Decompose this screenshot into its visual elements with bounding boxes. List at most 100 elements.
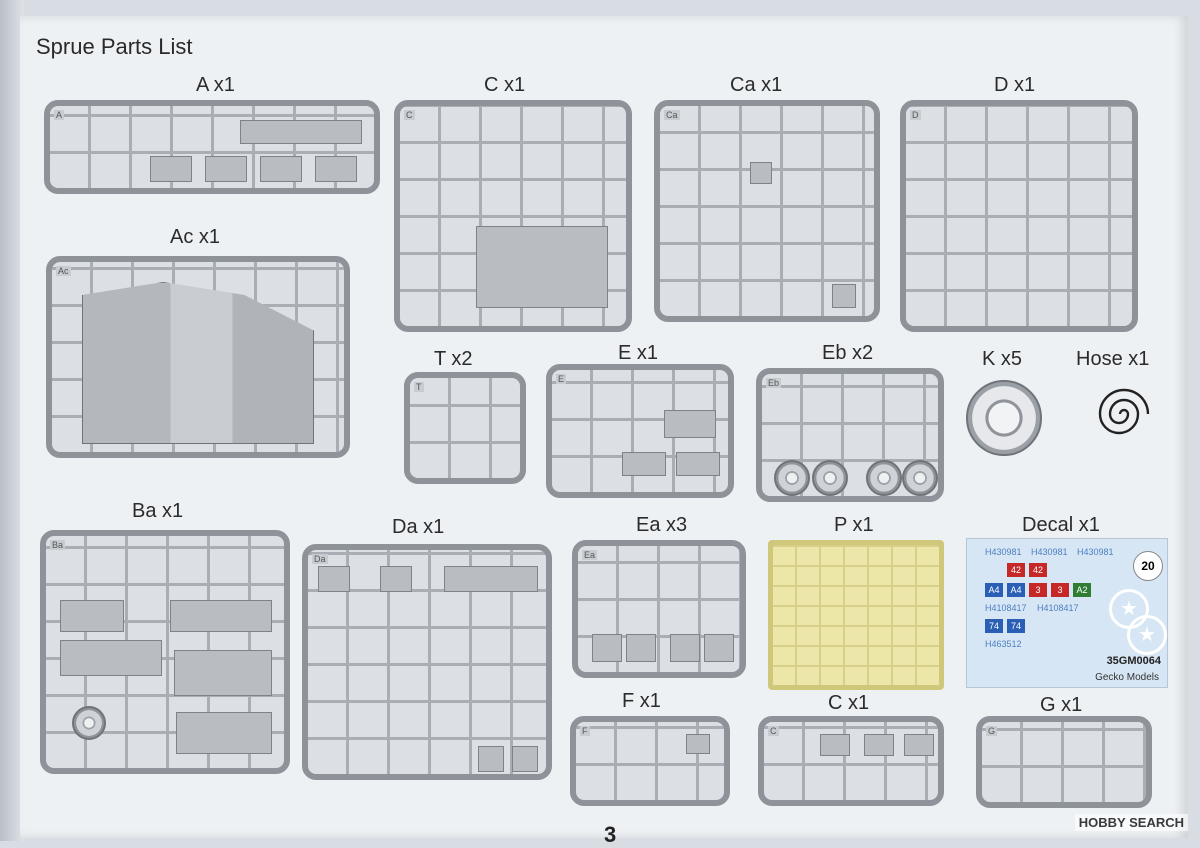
sprue-f: F [570,716,730,806]
wheel-part [902,460,938,496]
wheel-part [774,460,810,496]
sprue-part [670,634,700,662]
sprue-part [476,226,608,308]
label-sprue-c: C x1 [484,74,526,96]
decal-marking: 3 [1051,583,1069,597]
sprue-d: D [900,100,1138,332]
sprue-tag: C [404,110,415,120]
decal-marking: 42 [1007,563,1025,577]
sprue-part [170,600,272,632]
decal-marking: A4 [1007,583,1025,597]
label-sprue-eb: Eb x2 [822,342,874,364]
label-sprue-d: D x1 [994,74,1036,96]
sprue-e: E [546,364,734,498]
label-sprue-e: E x1 [618,342,659,364]
label-decal: Decal x1 [1022,514,1100,536]
decal-serial: H4108417 [985,603,1027,613]
sprue-part [444,566,538,592]
sprue-part [820,734,850,756]
sprue-c: C [394,100,632,332]
label-etch-p: P x1 [834,514,874,536]
sprue-part [676,452,720,476]
sprue-part [864,734,894,756]
sprue-ea: Ea [572,540,746,678]
sprue-da: Da [302,544,552,780]
sprue-part [626,634,656,662]
sprue-tag: T [414,382,424,392]
sprue-tag: Ca [664,110,680,120]
sprue-part [380,566,412,592]
wheel-part [812,460,848,496]
label-sprue-ac: Ac x1 [170,226,221,248]
sprue-part [750,162,772,184]
sprue-part [686,734,710,754]
sprue-tag: A [54,110,65,120]
decal-marking: 74 [985,619,1003,633]
sprue-ac: Ac [46,256,350,458]
hose-coil-icon [1098,388,1150,435]
decal-sheet: H430981 H430981 H430981 42 42 A4 A4 3 3 … [966,538,1168,688]
label-sprue-k: K x5 [982,348,1023,370]
label-sprue-t: T x2 [434,348,473,370]
sprue-tag: E [556,374,567,384]
decal-serial: H430981 [1031,547,1068,557]
sprue-part [904,734,934,756]
sprue-part [592,634,622,662]
decal-serial: H430981 [1077,547,1114,557]
product-code: 35GM0064 [1106,655,1161,667]
sprue-a: A [44,100,380,194]
sprue-tag: C [768,726,779,736]
sprue-part [832,284,856,308]
sprue-part [60,640,162,676]
label-sprue-ba: Ba x1 [132,500,184,522]
tire-part [966,380,1042,456]
label-sprue-ea: Ea x3 [636,514,688,536]
decal-marking: 3 [1029,583,1047,597]
star-icon: ★ [1127,615,1167,655]
sprue-part [60,600,124,632]
sprue-part [240,120,362,144]
sprue-part [478,746,504,772]
decal-marking: 42 [1029,563,1047,577]
sprue-part [176,712,272,754]
sprue-part [205,156,247,182]
decal-number-badge: 20 [1133,551,1163,581]
sprue-c-second: C [758,716,944,806]
label-sprue-f: F x1 [622,690,661,712]
sprue-part [315,156,357,182]
label-sprue-g: G x1 [1040,694,1083,716]
sprue-eb: Eb [756,368,944,502]
sprue-part [664,410,716,438]
label-sprue-c-second: C x1 [828,692,870,714]
sprue-tag: Ac [56,266,71,276]
sprue-part [150,156,192,182]
sprue-ca: Ca [654,100,880,322]
watermark: HOBBY SEARCH [1074,814,1188,831]
sprue-part [704,634,734,662]
wheel-part [72,706,106,740]
sprue-ba: Ba [40,530,290,774]
sprue-tag: G [986,726,998,736]
decal-marking: A4 [985,583,1003,597]
wheel-part [866,460,902,496]
sprue-part [622,452,666,476]
sprue-t: T [404,372,526,484]
decal-marking: A2 [1073,583,1091,597]
photo-etch-fret [768,540,944,690]
decal-serial: H4108417 [1037,603,1079,613]
decal-serial: H463512 [985,639,1022,649]
sprue-tag: Da [312,554,328,564]
sprue-tag: Ba [50,540,66,550]
decal-marking: 74 [1007,619,1025,633]
sprue-tag: Ea [582,550,598,560]
sprue-part [174,650,272,696]
sprue-part [260,156,302,182]
label-sprue-a: A x1 [196,74,235,96]
sprue-g: G [976,716,1152,808]
page-title: Sprue Parts List [36,34,193,59]
hull-part [82,282,314,444]
label-hose: Hose x1 [1076,348,1150,370]
sprue-tag: F [580,726,590,736]
sprue-part [512,746,538,772]
label-sprue-da: Da x1 [392,516,445,538]
